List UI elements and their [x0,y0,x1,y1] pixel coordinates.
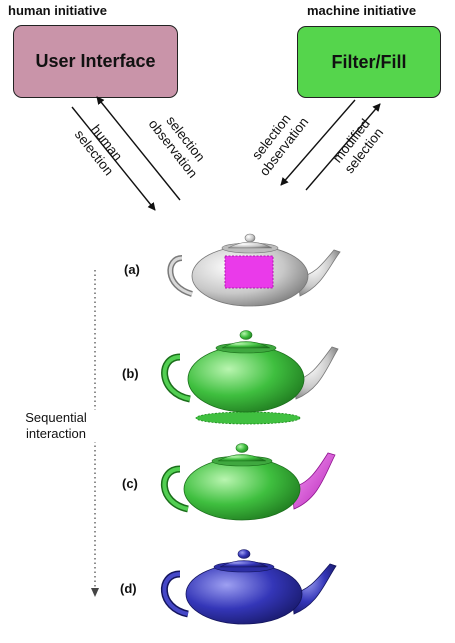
sequential-line: Sequential [25,410,87,425]
teapot-a [167,233,341,307]
step-label-c: (c) [122,476,138,491]
user-interface-label: User Interface [35,51,156,71]
human-selection-arrow [71,106,156,211]
step-label-b: (b) [122,366,139,381]
magenta-spout [291,452,336,510]
filter-fill-label: Filter/Fill [331,51,407,72]
teapot-b [161,330,339,413]
sequence-arrowhead [91,588,99,597]
teapot-d [161,549,337,625]
user-interface-box: User Interface [13,25,178,98]
teapot-c [161,443,336,521]
sequential-interaction-label: Sequential interaction [16,410,96,442]
human-initiative-heading: human initiative [8,3,107,18]
green-shadow-ellipse [195,411,301,425]
left-observation-arrow [96,96,181,201]
filter-fill-box: Filter/Fill [297,26,441,98]
step-label-a: (a) [124,262,140,277]
machine-initiative-heading: machine initiative [307,3,417,18]
magenta-selection-patch [224,255,274,289]
interaction-line: interaction [26,426,86,441]
step-label-d: (d) [120,581,137,596]
right-observation-arrow [280,99,356,186]
modified-selection-arrow [305,103,381,191]
